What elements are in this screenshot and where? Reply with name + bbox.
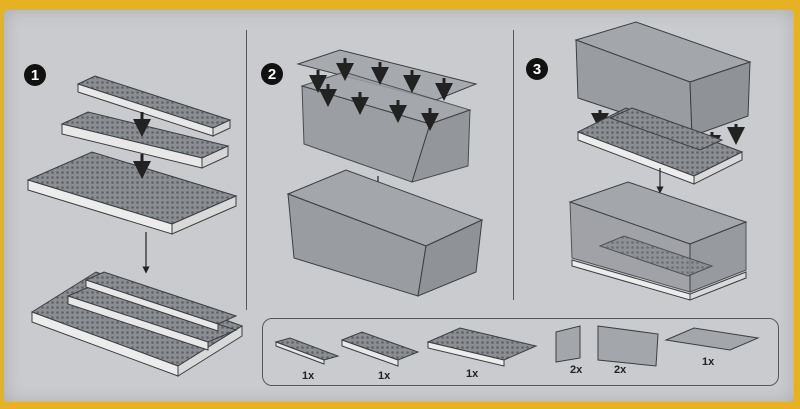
step-2-badge: 2: [261, 63, 283, 85]
part-quantity: 2x: [570, 364, 583, 376]
step-3-badge: 3: [526, 58, 548, 80]
divider-1: [246, 30, 247, 310]
part-base-plate: [426, 327, 538, 367]
part-quantity: 1x: [378, 370, 391, 382]
narrow-plate-part: [76, 75, 232, 137]
part-quantity: 1x: [702, 356, 715, 368]
parts-list-box: [262, 318, 779, 386]
divider-2: [513, 30, 514, 300]
assembled-stepped-base: [30, 271, 244, 377]
acrylic-box-assembled: [286, 169, 484, 297]
finished-display-case: [568, 181, 748, 301]
base-plate-part: [26, 151, 238, 235]
step-2-illustration: [286, 49, 484, 297]
step-1-illustration: [26, 75, 244, 377]
acrylic-box-top: [300, 71, 472, 183]
parts-list-illustration: [274, 325, 760, 367]
step-1-badge: 1: [24, 64, 46, 86]
part-top-panel: [664, 327, 760, 351]
acrylic-cover-top: [574, 21, 752, 137]
step-3-illustration: [568, 21, 752, 301]
part-front-panel: [597, 325, 659, 367]
stepped-base-step3: [576, 107, 744, 185]
part-quantity: 2x: [614, 364, 627, 376]
part-narrow-plate: [274, 337, 340, 365]
part-side-panel: [555, 325, 581, 363]
part-medium-plate: [340, 331, 420, 367]
part-quantity: 1x: [466, 368, 479, 380]
part-quantity: 1x: [302, 370, 315, 382]
